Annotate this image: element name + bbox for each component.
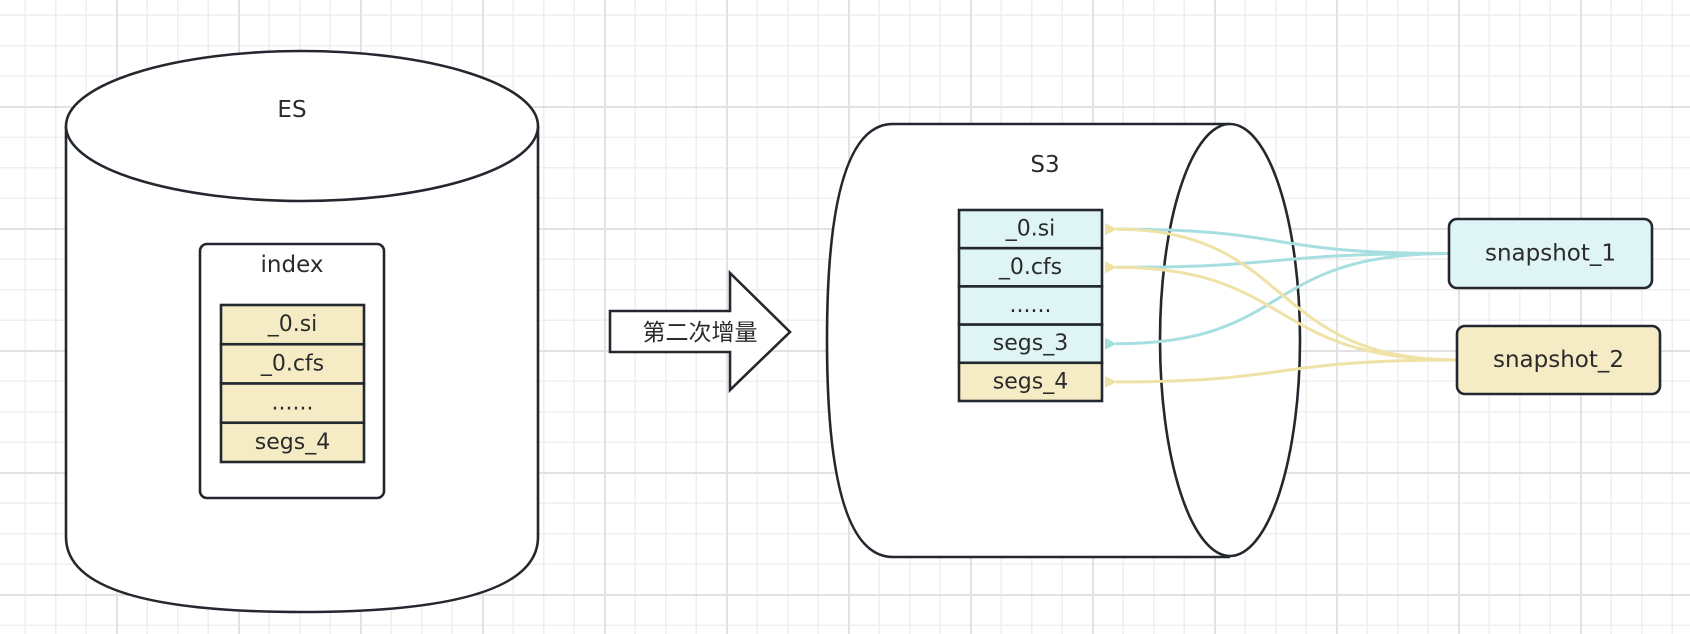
reference-edge[interactable] (1104, 261, 1458, 362)
snapshot-references (1104, 223, 1458, 388)
segment-row[interactable]: ...... (219, 382, 366, 425)
segment-cell (219, 303, 366, 346)
segment-cell (957, 361, 1104, 403)
reference-edge[interactable] (1104, 252, 1450, 350)
snapshot-node[interactable]: snapshot_2 (1455, 324, 1662, 396)
s3-label: S3 (1030, 152, 1059, 178)
reference-edge[interactable] (1104, 358, 1458, 388)
index-label: index (261, 252, 324, 278)
segment-row[interactable]: _0.si (219, 303, 366, 346)
s3-cylinder[interactable]: S3 _0.si _0.cfs...... segs_3 segs_4 (825, 122, 1302, 559)
snapshot-label: snapshot_1 (1485, 241, 1616, 267)
segment-label: _0.si (267, 312, 318, 337)
segment-row[interactable]: _0.cfs (219, 342, 366, 385)
snapshot-box (1455, 324, 1662, 396)
arrow-shape (608, 269, 792, 394)
snapshot-nodes: snapshot_1 snapshot_2 (1447, 217, 1662, 396)
s3-segment-stack: _0.si _0.cfs...... segs_3 segs_4 (957, 208, 1104, 403)
segment-label: ...... (272, 391, 314, 416)
es-label: ES (277, 97, 306, 123)
es-cylinder-top (64, 49, 540, 203)
segment-label: segs_4 (993, 369, 1068, 394)
snapshot-label: snapshot_2 (1493, 347, 1624, 373)
es-index-box[interactable]: index _0.si _0.cfs...... segs_4 (198, 242, 386, 500)
segment-row[interactable]: segs_3 (957, 323, 1104, 365)
es-segment-stack: _0.si _0.cfs...... segs_4 (219, 303, 366, 464)
segment-label: segs_3 (993, 331, 1068, 356)
segment-row[interactable]: _0.si (957, 208, 1104, 250)
segment-label: segs_4 (255, 430, 330, 455)
segment-row[interactable]: segs_4 (957, 361, 1104, 403)
reference-edge[interactable] (1104, 223, 1450, 255)
segment-label: _0.si (1005, 217, 1056, 242)
segment-cell (219, 421, 366, 464)
reference-edge[interactable] (1104, 223, 1458, 362)
segment-label: ...... (1010, 293, 1052, 318)
segment-row[interactable]: _0.cfs (957, 246, 1104, 288)
segment-label: _0.cfs (998, 255, 1062, 280)
segment-row[interactable]: ...... (957, 285, 1104, 326)
reference-edge[interactable] (1104, 252, 1450, 274)
snapshot-box (1447, 217, 1654, 290)
snapshot-node[interactable]: snapshot_1 (1447, 217, 1654, 290)
incremental-transfer-arrow[interactable]: 第二次增量 (608, 269, 792, 394)
arrow-label: 第二次增量 (643, 320, 758, 346)
segment-row[interactable]: segs_4 (219, 421, 366, 464)
segment-label: _0.cfs (260, 351, 324, 376)
